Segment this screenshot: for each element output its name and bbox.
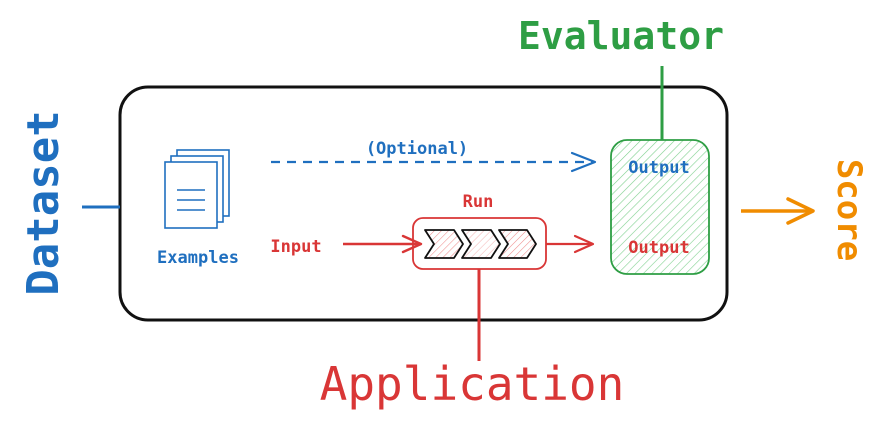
examples-label: Examples [157, 248, 239, 268]
run-step-1-chevron [424, 229, 464, 259]
score-label: Score [829, 159, 869, 261]
score-arrowhead [786, 197, 815, 225]
evaluator-label: Evaluator [518, 14, 724, 58]
run-step-3-chevron [498, 229, 537, 259]
dataset-label: Dataset [18, 110, 69, 295]
input-label: Input [270, 237, 321, 257]
input-arrowhead [401, 234, 423, 254]
output-run-label: Output [628, 238, 689, 258]
optional-arrowhead [570, 151, 597, 173]
dataset-frame [118, 85, 729, 322]
optional-label: (Optional) [366, 139, 468, 159]
documents-icon [164, 149, 230, 229]
evaluator-output-box [610, 139, 710, 275]
run-step-2-chevron [461, 229, 501, 259]
output-reference-label: Output [628, 158, 689, 178]
run-label: Run [463, 192, 494, 212]
application-label: Application [320, 357, 625, 411]
run-output-arrowhead [573, 234, 595, 254]
